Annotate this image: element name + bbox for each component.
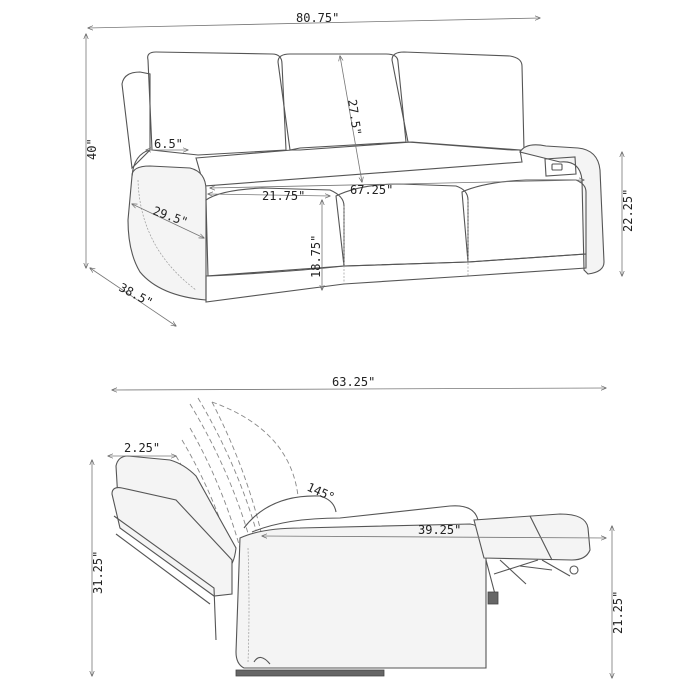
overall-depth-label: 38.5"	[117, 280, 155, 309]
seat-total-width-label: 67.25"	[350, 183, 393, 197]
overall-width-label: 80.75"	[296, 11, 339, 25]
front-view-sofa	[121, 51, 605, 303]
front-view-dimensions: 80.75" 40" 27.5" 6.5" 21.75" 67.25" 29.5…	[85, 11, 635, 326]
back-cushion-left	[147, 51, 287, 156]
back-cushion-middle	[277, 53, 407, 151]
seat-total-width-line	[210, 180, 584, 188]
side-arm-height-label: 21.25"	[611, 591, 625, 634]
recline-arc	[211, 401, 299, 497]
back-panel-left	[121, 71, 151, 170]
side-back-lower	[111, 487, 233, 597]
overall-depth-line	[90, 268, 176, 326]
right-arm	[519, 144, 605, 275]
seat-width-label: 21.75"	[262, 189, 305, 203]
arm-depth-line	[132, 204, 204, 238]
arm-width-label: 6.5"	[154, 137, 183, 151]
side-view-recliner	[111, 397, 591, 677]
seat-width-line	[208, 194, 330, 196]
side-view-dimensions: 63.25" 2.25" 145° 39.25" 31.25" 21.25"	[91, 375, 625, 678]
seat-depth-label: 39.25"	[418, 523, 461, 537]
side-base	[235, 669, 385, 677]
back-height-line	[340, 56, 362, 182]
arm-height-label: 22.25"	[621, 189, 635, 232]
side-seat-top	[251, 505, 479, 533]
right-arm-control-panel	[544, 156, 577, 177]
overall-width-line	[88, 18, 540, 28]
mechanism-bracket	[487, 591, 499, 605]
side-back-height-label: 31.25"	[91, 551, 105, 594]
side-arm-body	[235, 523, 487, 669]
reclined-length-label: 63.25"	[332, 375, 375, 389]
seat-depth-line	[262, 536, 606, 538]
seat-height-label: 18.75"	[309, 235, 323, 278]
seat-cushion-right	[461, 179, 587, 263]
usb-port-icon	[551, 163, 563, 171]
reclined-length-line	[112, 388, 606, 390]
angle-arc	[243, 495, 337, 529]
overall-height-label: 40"	[85, 138, 99, 160]
back-cushion-right	[391, 51, 525, 151]
back-thickness-label: 2.25"	[124, 441, 160, 455]
footrest-front	[205, 253, 587, 303]
recline-angle-label: 145°	[305, 480, 337, 505]
back-height-label: 27.5"	[345, 98, 364, 136]
footrest-mechanism	[485, 559, 571, 599]
